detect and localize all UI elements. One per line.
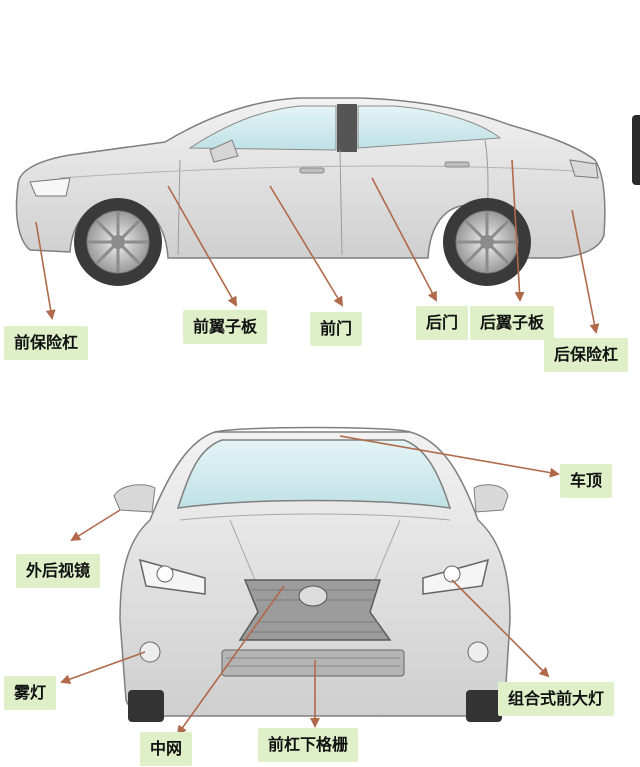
front-right-tyre: [466, 690, 502, 722]
side-mirror-shape: [209, 139, 239, 163]
side-front-wheel: [74, 198, 162, 286]
front-left-mirror: [113, 484, 156, 513]
leader-front-fender: [167, 185, 237, 307]
label-rear-fender: 后翼子板: [470, 306, 555, 340]
leader-front-bumper: [35, 221, 56, 320]
label-rear-door: 后门: [416, 306, 469, 340]
side-taillight: [569, 159, 599, 179]
label-roof: 车顶: [560, 464, 613, 498]
leader-lines: [35, 159, 600, 736]
rear-door-handle: [444, 161, 470, 168]
front-left-tyre: [128, 690, 164, 722]
side-rear-wheel: [443, 198, 531, 286]
label-grille: 中网: [140, 732, 193, 766]
front-left-fog-light: [139, 641, 161, 663]
side-body-crease: [59, 165, 591, 179]
label-front-door: 前门: [310, 312, 363, 346]
front-right-fog-light: [467, 641, 489, 663]
label-rear-bumper: 后保险杠: [544, 338, 629, 372]
front-logo: [298, 585, 328, 607]
front-door-handle: [299, 167, 325, 174]
side-view-car: [15, 97, 606, 286]
side-headlight: [29, 177, 71, 197]
leader-rear-door: [371, 177, 437, 302]
label-lower-grille: 前杠下格栅: [258, 728, 359, 762]
front-hood-lines: [179, 513, 451, 581]
leader-fog-light: [60, 651, 146, 684]
leader-headlight: [451, 579, 550, 678]
side-rear-window: [357, 105, 502, 149]
label-fog-light: 雾灯: [4, 676, 57, 710]
front-windshield: [176, 439, 452, 509]
leader-front-door: [269, 185, 344, 307]
leader-side-mirror: [70, 509, 121, 542]
front-view-car: [113, 426, 511, 722]
label-front-fender: 前翼子板: [183, 310, 268, 344]
front-right-mirror: [473, 484, 509, 513]
side-b-pillar: [337, 104, 357, 152]
side-front-window: [188, 105, 337, 151]
leader-rear-bumper: [571, 209, 600, 334]
leader-rear-fender: [511, 159, 525, 302]
label-headlight: 组合式前大灯: [498, 682, 615, 716]
label-side-mirror: 外后视镜: [16, 554, 101, 588]
label-front-bumper: 前保险杠: [4, 326, 89, 360]
scroll-edge-bar: [632, 115, 640, 185]
front-roof-line: [214, 426, 411, 433]
leader-grille: [176, 585, 285, 736]
front-lower-grille-shape: [221, 649, 405, 677]
leader-roof: [339, 435, 560, 478]
front-lower-grille-slats: [226, 657, 400, 667]
